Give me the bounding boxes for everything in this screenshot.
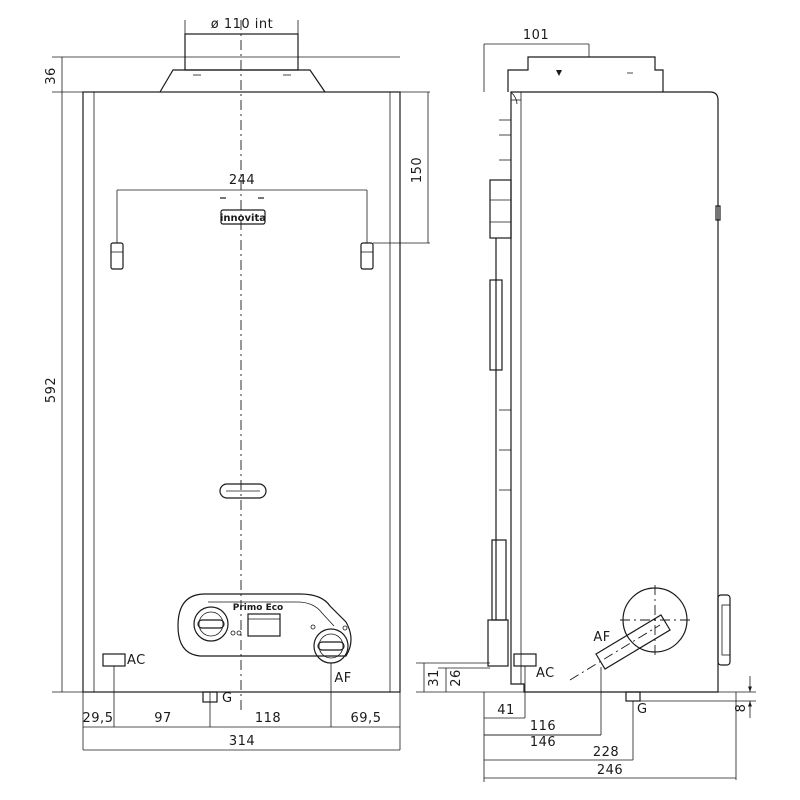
side-view: AF AC G 101 31 26 41 116 146 2 xyxy=(416,28,756,782)
side-component-bottom xyxy=(487,619,509,667)
dim-side-8-text: 8 xyxy=(734,704,749,713)
dim-seg-right-text: 69,5 xyxy=(351,711,382,726)
temperature-knob-grip xyxy=(317,641,345,651)
side-af-pipe xyxy=(595,614,671,670)
side-af-axis xyxy=(569,624,661,681)
dim-side-101-text: 101 xyxy=(523,28,549,43)
side-flue xyxy=(507,56,664,92)
dim-top-height-text: 36 xyxy=(44,67,59,85)
side-knob xyxy=(717,594,731,666)
indicator-dot-2 xyxy=(236,630,242,636)
side-g-connection xyxy=(625,691,641,702)
front-ac-connection xyxy=(102,653,126,667)
side-af-label: AF xyxy=(593,630,610,645)
dim-height-text: 592 xyxy=(44,377,59,403)
front-af-label: AF xyxy=(334,671,351,686)
dim-side-41-text: 41 xyxy=(497,703,515,718)
brand-badge xyxy=(220,209,266,225)
dim-seg-center-af-text: 118 xyxy=(255,711,281,726)
dim-total-width-text: 314 xyxy=(229,734,255,749)
side-component-lower xyxy=(491,539,507,621)
front-casing xyxy=(82,91,401,693)
dim-side-26-text: 26 xyxy=(449,669,464,687)
side-ac-connection xyxy=(513,653,537,667)
control-panel xyxy=(177,593,352,657)
temperature-knob-inner xyxy=(318,633,344,659)
indicator-dot-3 xyxy=(310,624,316,630)
side-ac-label: AC xyxy=(536,666,555,681)
wall-hook-right xyxy=(360,242,374,270)
model-label: Primo Eco xyxy=(233,603,283,613)
power-knob-inner xyxy=(198,611,224,637)
flue-hood xyxy=(159,69,326,93)
indicator-dot-4 xyxy=(342,625,348,631)
brand-badge-text: innovita xyxy=(220,213,266,224)
dim-seg-left-text: 29,5 xyxy=(83,711,114,726)
side-component-middle xyxy=(489,279,503,371)
side-knob-inner xyxy=(721,604,731,656)
control-panel-inner xyxy=(208,601,335,627)
dim-side-246-text: 246 xyxy=(597,763,623,778)
wall-hook-left xyxy=(110,242,124,270)
sight-window xyxy=(219,483,267,499)
power-knob xyxy=(193,606,229,642)
display-window xyxy=(247,613,281,637)
side-vent-nub xyxy=(715,205,721,221)
side-flue-marker xyxy=(556,70,562,76)
dim-hook-drop-text: 150 xyxy=(410,157,425,183)
dim-side-31-text: 31 xyxy=(427,669,442,687)
dim-hook-spacing-text: 244 xyxy=(229,173,255,188)
front-view: innovita Primo Eco AC G xyxy=(44,17,430,751)
dim-seg-ac-center-text: 97 xyxy=(154,711,172,726)
power-knob-grip xyxy=(197,619,225,629)
front-g-label: G xyxy=(222,691,233,706)
dim-side-116-text: 116 xyxy=(530,719,556,734)
flue-collar xyxy=(184,33,299,71)
front-ac-label: AC xyxy=(127,653,146,668)
dim-side-146-text: 146 xyxy=(530,735,556,750)
side-g-label: G xyxy=(637,702,648,717)
dim-side-228-text: 228 xyxy=(593,745,619,760)
side-component-upper xyxy=(489,179,512,239)
dim-flue-text: ø 110 int xyxy=(211,17,273,32)
side-casing xyxy=(510,91,719,693)
indicator-dot-1 xyxy=(230,630,236,636)
side-casing-corner xyxy=(510,91,518,105)
